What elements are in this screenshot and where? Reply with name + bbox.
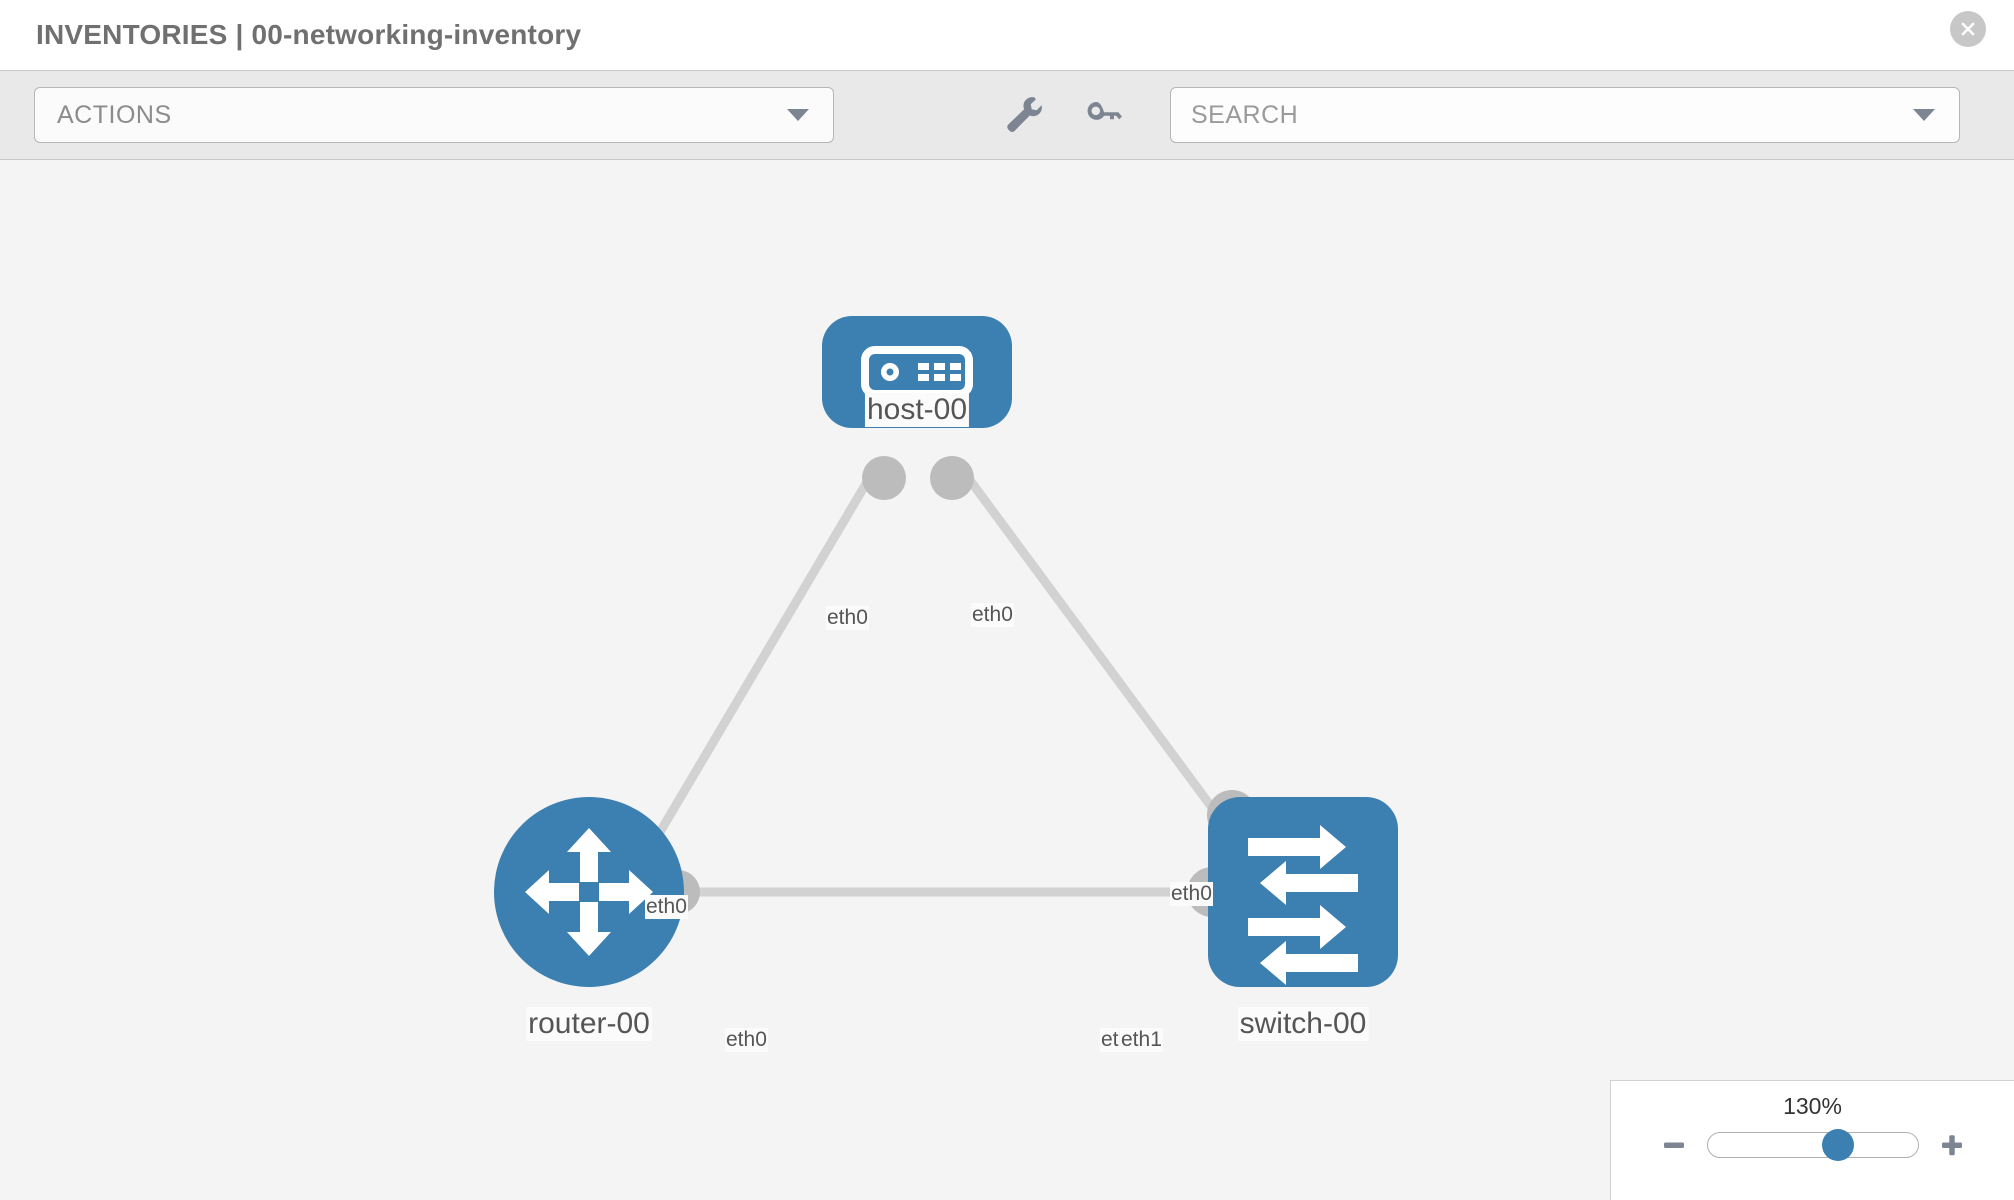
interface-label-router-up: eth0 (645, 895, 688, 919)
zoom-slider-track[interactable] (1706, 1129, 1919, 1161)
actions-dropdown[interactable]: ACTIONS (34, 87, 834, 143)
close-icon[interactable] (1950, 11, 1986, 47)
interface-dot-host-right[interactable] (930, 456, 974, 500)
zoom-in-button[interactable] (1937, 1130, 1967, 1160)
link-host-router[interactable] (656, 457, 884, 835)
node-label-switch-00: switch-00 (1237, 1007, 1369, 1041)
search-placeholder: SEARCH (1191, 100, 1299, 129)
minus-icon (1663, 1142, 1684, 1148)
node-label-host-00: host-00 (864, 393, 970, 427)
key-icon[interactable] (1080, 93, 1124, 137)
chevron-down-icon (787, 109, 809, 121)
node-router-00[interactable] (494, 797, 684, 987)
topology-graph (494, 316, 1398, 987)
zoom-control-panel: 130% (1610, 1080, 2014, 1200)
node-switch-00[interactable] (1208, 797, 1398, 987)
toolbar-icon-group (1002, 93, 1124, 137)
link-host-switch[interactable] (951, 457, 1234, 835)
search-chevron-down-icon[interactable] (1913, 109, 1935, 121)
search-input[interactable]: SEARCH (1170, 87, 1960, 143)
toolbar: ACTIONS SEARCH (0, 70, 2014, 160)
link-group (656, 457, 1234, 897)
topology-canvas[interactable]: host-00 router-00 switch-00 eth0 eth0 et… (0, 160, 2014, 1200)
zoom-out-button[interactable] (1659, 1130, 1689, 1160)
interface-label-host-left: eth0 (826, 606, 869, 630)
page-header: INVENTORIES | 00-networking-inventory (0, 0, 2014, 70)
interface-label-router-right: eth0 (725, 1028, 768, 1052)
zoom-level-value: 130% (1783, 1093, 1842, 1119)
interface-label-switch-left-b: eth1 (1120, 1028, 1163, 1052)
wrench-icon[interactable] (1002, 93, 1046, 137)
interface-label-host-right: eth0 (971, 603, 1014, 627)
node-label-router-00: router-00 (526, 1007, 652, 1041)
page-title: INVENTORIES | 00-networking-inventory (36, 19, 582, 50)
switch-arrows-icon (1248, 825, 1358, 985)
actions-dropdown-label: ACTIONS (57, 100, 172, 129)
interface-dot-host-left[interactable] (862, 456, 906, 500)
zoom-slider-thumb[interactable] (1821, 1129, 1854, 1161)
zoom-slider-row (1659, 1129, 1967, 1161)
plus-icon (1941, 1135, 1962, 1156)
interface-label-switch-up: eth0 (1170, 882, 1213, 906)
router-arrows-icon (525, 828, 653, 956)
